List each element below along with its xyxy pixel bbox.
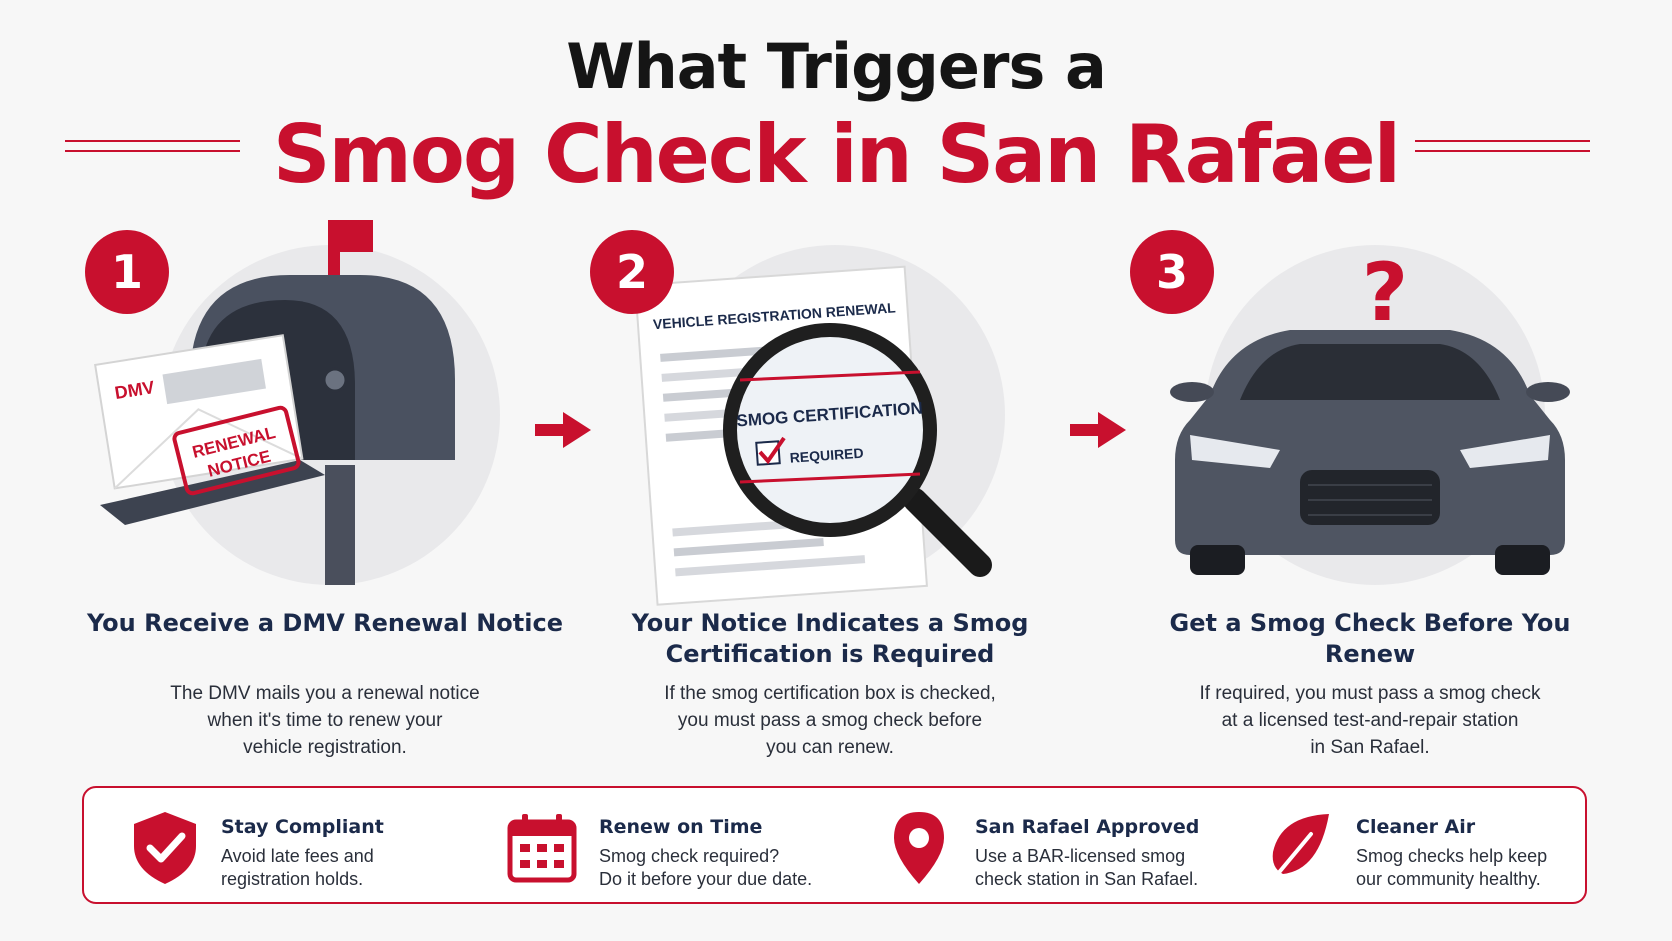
calendar-icon <box>507 814 577 883</box>
title-line-2: Smog Check in San Rafael <box>272 108 1401 201</box>
step-heading: Get a Smog Check Before You Renew <box>1169 609 1571 668</box>
feature-cleaner-air: Cleaner Air Smog checks help keep our co… <box>1261 788 1581 906</box>
mailbox-illustration: DMV RENEWAL NOTICE <box>94 220 455 585</box>
step-description: If required, you must pass a smog check … <box>1199 683 1541 758</box>
arrow-right-icon <box>535 412 591 448</box>
step-2: VEHICLE REGISTRATION RENEWAL SMOG CERTIF… <box>590 220 1070 760</box>
step-description: If the smog certification box is checked… <box>664 683 996 758</box>
step-heading: Your Notice Indicates a Smog Certificati… <box>631 609 1029 668</box>
feature-description: Smog checks help keep our community heal… <box>1356 846 1548 889</box>
step-1: DMV RENEWAL NOTICE 1 You Receive a DMV R… <box>85 220 565 760</box>
step-number-badge: 2 <box>590 230 674 314</box>
document-magnifier-illustration: VEHICLE REGISTRATION RENEWAL SMOG CERTIF… <box>634 265 992 606</box>
feature-title: San Rafael Approved <box>975 816 1200 838</box>
feature-san-rafael-approved: San Rafael Approved Use a BAR-licensed s… <box>880 788 1240 906</box>
step-number-badge: 3 <box>1130 230 1214 314</box>
feature-renew-on-time: Renew on Time Smog check required? Do it… <box>504 788 834 906</box>
question-mark: ? <box>1362 246 1408 339</box>
feature-description: Avoid late fees and registration holds. <box>221 846 374 889</box>
arrow-right-icon <box>1070 412 1126 448</box>
decorative-rule-left <box>65 140 240 152</box>
magnified-check-label: REQUIRED <box>789 445 864 466</box>
step-3: ? 3 Get a Smog Check Before You Renew If… <box>1130 220 1610 760</box>
feature-title: Stay Compliant <box>221 816 384 838</box>
step-heading: You Receive a DMV Renewal Notice <box>86 609 563 637</box>
feature-description: Smog check required? Do it before your d… <box>599 846 813 889</box>
location-pin-icon <box>894 812 944 884</box>
step-number-badge: 1 <box>85 230 169 314</box>
step-description: The DMV mails you a renewal notice when … <box>170 683 480 758</box>
shield-check-icon <box>134 812 196 884</box>
title-line-1: What Triggers a <box>566 30 1107 103</box>
benefits-panel: Stay Compliant Avoid late fees and regis… <box>82 786 1587 904</box>
feature-description: Use a BAR-licensed smog check station in… <box>975 846 1199 889</box>
feature-title: Renew on Time <box>599 816 763 838</box>
decorative-rule-right <box>1415 140 1590 152</box>
car-illustration: ? <box>1170 246 1570 575</box>
leaf-icon <box>1269 814 1329 884</box>
feature-stay-compliant: Stay Compliant Avoid late fees and regis… <box>126 788 456 906</box>
feature-title: Cleaner Air <box>1356 816 1476 838</box>
